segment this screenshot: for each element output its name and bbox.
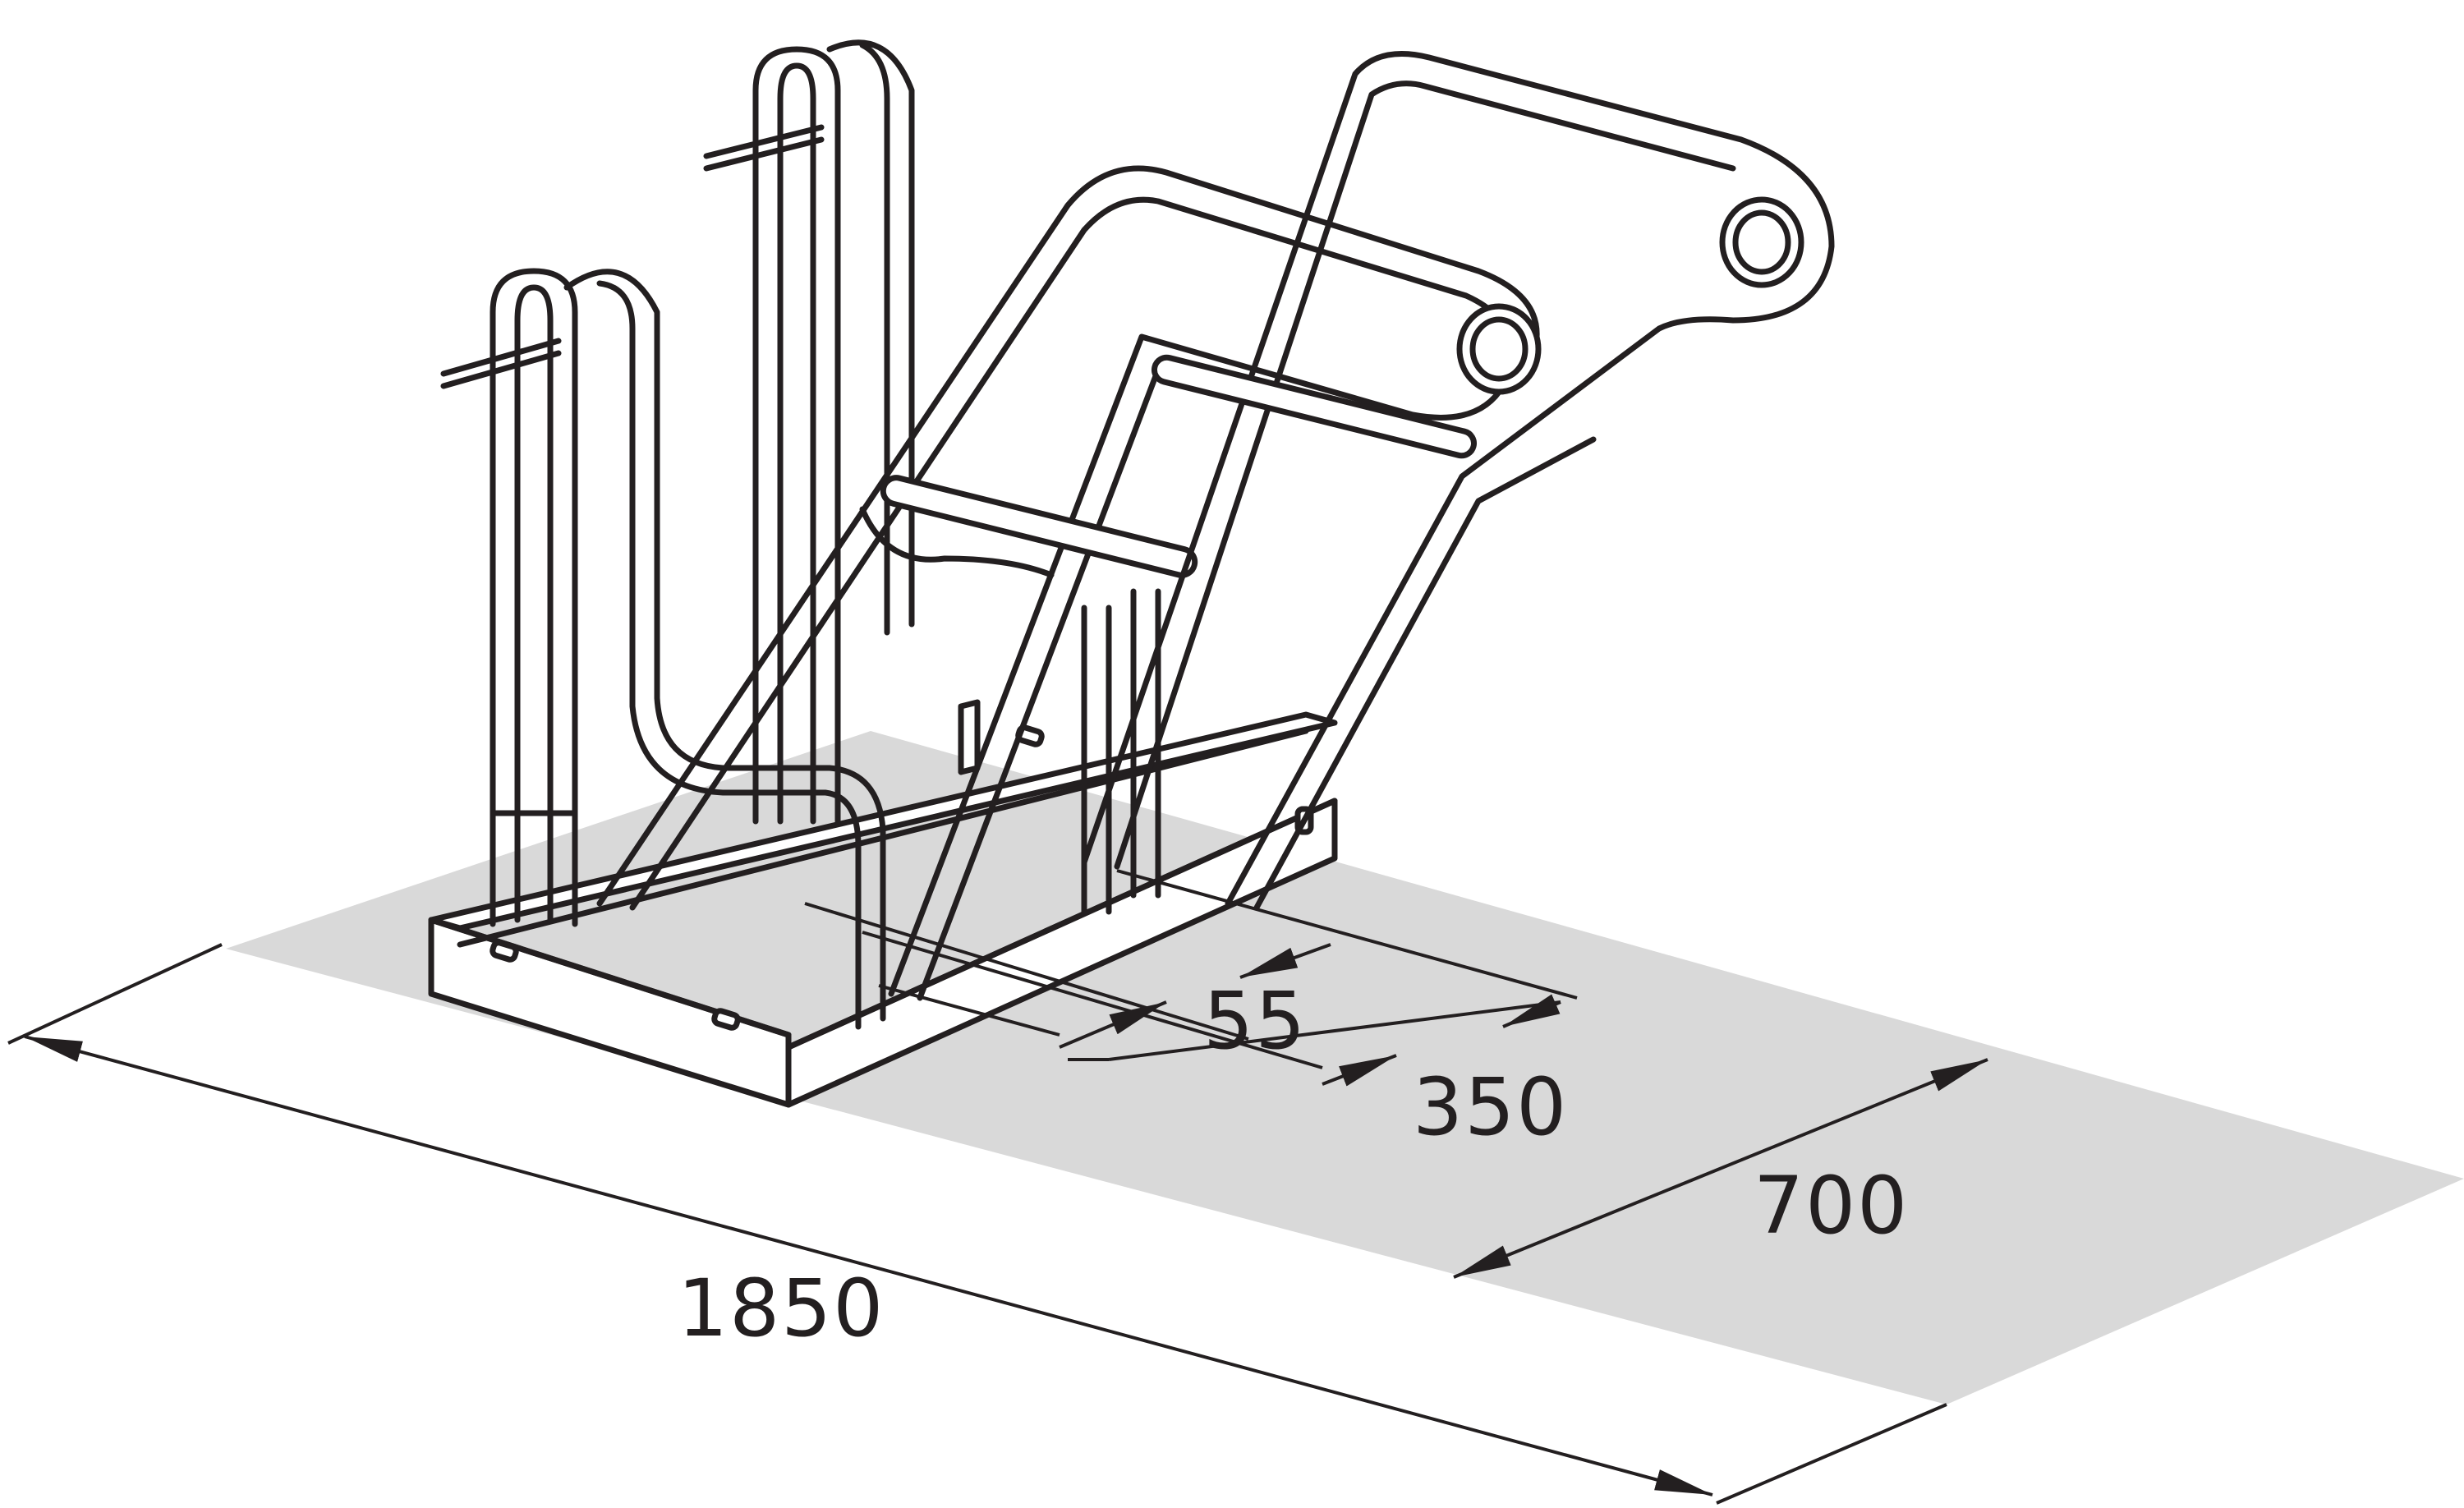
dim-1850-ext-left: [7, 943, 223, 1045]
dim-350-arrow: [1322, 1054, 1397, 1087]
dim-label-700: 700: [1754, 1160, 1910, 1252]
rear-hoop-right: [703, 39, 915, 825]
dim-1850-line: [24, 1035, 1713, 1497]
dim-55-ext-1: [804, 902, 1249, 1041]
dim-label-1850: 1850: [678, 1262, 885, 1354]
dim-350-ext-1: [1116, 869, 1578, 1000]
dim-1850-ext-right: [1716, 1403, 1947, 1505]
dimension-lines: [7, 869, 1988, 1505]
dim-350-arrow-right: [1502, 994, 1561, 1028]
dim-55-arrow-left: [1059, 1000, 1167, 1049]
dim-350-ext-2: [862, 931, 1323, 1069]
floor-footprint: [226, 731, 2464, 1405]
front-frame-upper: [1081, 51, 1835, 911]
bike-rack: [428, 39, 1835, 1108]
rear-hoop-left: [440, 268, 886, 1030]
vertical-supports: [859, 506, 1161, 915]
dim-label-350: 350: [1413, 1061, 1569, 1153]
dim-700-line: [1453, 1058, 1988, 1279]
dim-label-55: 55: [1203, 975, 1308, 1067]
dim-350-line: [1108, 1000, 1561, 1061]
dim-55-ext-2: [878, 984, 1060, 1037]
dim-55-arrow-right: [1239, 943, 1331, 979]
